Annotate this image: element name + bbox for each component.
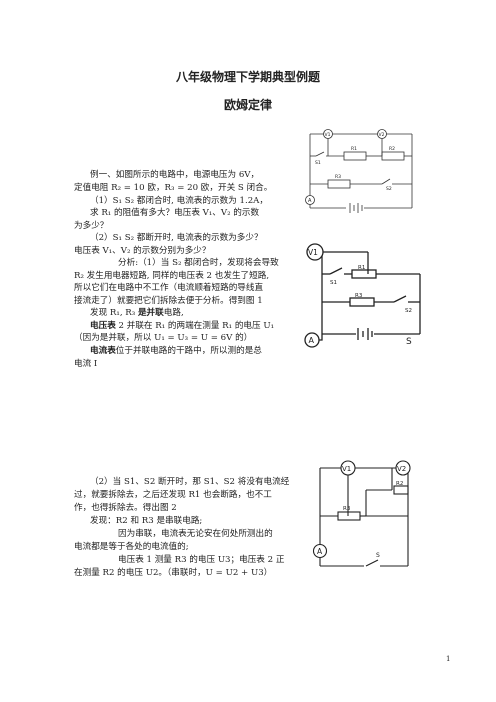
s2-label: S2 <box>386 186 392 192</box>
analysis-line: 电流都是等于各处的电流值的; <box>74 542 189 552</box>
problem-line: 为多少？ <box>74 221 109 231</box>
problem-line: 电压表 V₁、V₂ 的示数分别为多少？ <box>74 246 211 256</box>
analysis-line: 电流表位于并联电路的干路中，所以测的是总 <box>90 346 262 356</box>
analysis-line: R₂ 发生用电器短路, 同样的电压表 2 也发生了短路, <box>74 271 270 281</box>
problem-line: （2）S₁ S₂ 都断开时, 电流表的示数为多少？ <box>90 233 263 243</box>
analysis-line: 在测量 R2 的电压 U2。（串联时，U = U2 + U3） <box>74 568 273 578</box>
main-circuit-diagram: V1 V2 A R1 R2 R3 S1 S2 <box>305 129 413 213</box>
voltmeter-v2-label: V2 <box>397 465 406 473</box>
s-label: S <box>376 552 380 559</box>
analysis-line: 电压表 1 测量 R3 的电压 U3；电压表 2 正 <box>118 555 285 565</box>
analysis-line: 电压表 2 并联在 R₁ 的两端在测量 R₁ 的电压 U₁ <box>90 321 275 331</box>
r3-label: R3 <box>343 506 351 512</box>
s2-label: S2 <box>405 308 412 314</box>
page-title: 八年级物理下学期典型例题 <box>175 70 320 84</box>
analysis-line: 作，也得拆除去。得出图 2 <box>74 503 177 513</box>
r3-label: R3 <box>355 293 363 299</box>
page-subtitle: 欧姆定律 <box>223 98 272 112</box>
r2-label: R2 <box>389 146 395 152</box>
s-label: S <box>406 337 412 347</box>
analysis-line: 因为串联，电流表无论安在何处所测出的 <box>118 529 273 539</box>
problem-line: （1）S₁ S₂ 都闭合时, 电流表的示数为 1.2A， <box>90 196 268 206</box>
voltmeter-v1-label: V1 <box>342 465 351 473</box>
r1-label: R1 <box>358 265 365 271</box>
page-number: 1 <box>446 655 451 663</box>
analysis-line: 分析:（1）当 S₂ 都闭合时，发现将会导致 <box>118 258 279 268</box>
analysis-line: （2）当 S1、S2 断开时，那 S1、S2 将没有电流经 <box>90 477 290 487</box>
analysis-line: 发现 R₁, R₃ 是并联电路, <box>90 308 184 318</box>
figure2-circuit-diagram: V1 V2 A R2 R3 S <box>312 460 411 567</box>
ammeter-label: A <box>308 198 312 204</box>
analysis-line: （因为是并联，所以 U₁ = U₃ = U = 6V 的） <box>74 333 253 343</box>
r3-label: R3 <box>335 174 341 180</box>
analysis-line: 接流走了）就要把它们拆除去便于分析。得到图 1 <box>74 296 263 306</box>
analysis-line: 电流 I <box>74 359 98 369</box>
ammeter-label: A <box>309 336 315 345</box>
r2-label: R2 <box>396 481 403 487</box>
voltmeter-v1-label: V1 <box>325 132 331 138</box>
analysis-line: 所以它们在电路中不工作（电流顺着短路的导线直 <box>74 283 264 293</box>
s1-label: S1 <box>330 280 337 286</box>
voltmeter-v2-label: V2 <box>379 132 385 138</box>
s1-label: S1 <box>315 160 321 166</box>
ammeter-label: A <box>317 547 323 556</box>
problem-line: 例一、如图所示的电路中，电源电压为 6V， <box>90 170 260 180</box>
analysis-line: 过，就要拆除去，之后还发现 R1 也会断路，也不工 <box>74 490 272 500</box>
problem-line: 定值电阻 R₂ = 10 欧，R₃ = 20 欧，开关 S 闭合。 <box>74 183 273 193</box>
analysis-line: 发现：R2 和 R3 是串联电路; <box>90 516 203 526</box>
r1-label: R1 <box>351 146 357 152</box>
figure1-circuit-diagram: V1 A R1 R3 S1 S2 S <box>304 243 421 348</box>
problem-line: 求 R₁ 的阻值有多大？电压表 V₁、V₂ 的示数 <box>90 208 260 218</box>
voltmeter-v1-label: V1 <box>308 248 318 257</box>
